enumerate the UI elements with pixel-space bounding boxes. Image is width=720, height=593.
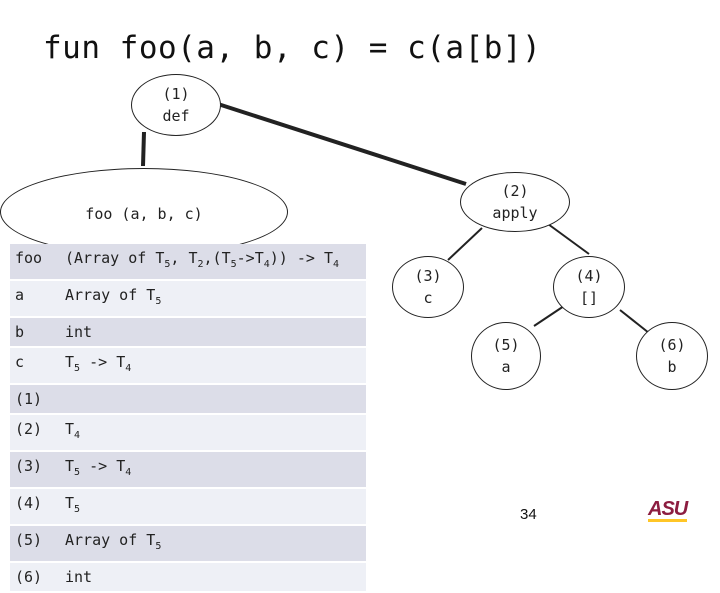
node-b: (6) b bbox=[636, 322, 708, 390]
node-c-label: c bbox=[423, 289, 433, 307]
edge-index-b bbox=[619, 309, 650, 334]
type-table-row: (1) bbox=[10, 384, 366, 415]
node-a-id: (5) bbox=[492, 336, 520, 354]
type-table-key: b bbox=[10, 317, 60, 348]
edge-def-params bbox=[141, 131, 146, 167]
node-apply-label: apply bbox=[492, 204, 538, 222]
node-a: (5) a bbox=[471, 322, 541, 390]
asu-logo: ASU bbox=[648, 498, 688, 522]
type-table-key: foo bbox=[10, 244, 60, 281]
node-index-label: [] bbox=[579, 289, 599, 307]
type-table-row: (4)T5 bbox=[10, 488, 366, 526]
node-def-label: def bbox=[162, 107, 190, 125]
node-b-id: (6) bbox=[658, 336, 686, 354]
type-table-value: (Array of T5, T2,(T5->T4)) -> T4 bbox=[60, 244, 366, 281]
type-table-key: (4) bbox=[10, 488, 60, 526]
node-def-id: (1) bbox=[162, 85, 190, 103]
type-table-key: c bbox=[10, 347, 60, 385]
asu-logo-text: ASU bbox=[648, 498, 688, 520]
edge-apply-c bbox=[447, 227, 483, 261]
type-table-value: Array of T5 bbox=[60, 525, 366, 563]
type-table-value: T5 bbox=[60, 488, 366, 526]
node-c-id: (3) bbox=[414, 267, 442, 285]
type-table-key: (3) bbox=[10, 451, 60, 489]
type-table-key: (1) bbox=[10, 384, 60, 415]
tree-edges bbox=[141, 102, 650, 334]
node-params: foo (a, b, c) bbox=[0, 168, 288, 256]
edge-def-apply bbox=[217, 102, 467, 186]
edge-apply-index bbox=[547, 223, 590, 255]
type-table-value: T5 -> T4 bbox=[60, 451, 366, 489]
type-table-row: (6)int bbox=[10, 562, 366, 593]
type-table-key: (2) bbox=[10, 414, 60, 452]
type-table-row: foo(Array of T5, T2,(T5->T4)) -> T4 bbox=[10, 244, 366, 281]
type-table-key: (6) bbox=[10, 562, 60, 593]
node-params-label: foo (a, b, c) bbox=[85, 205, 203, 223]
slide-title: fun foo(a, b, c) = c(a[b]) bbox=[43, 30, 542, 66]
node-def: (1) def bbox=[131, 74, 221, 136]
type-table-row: (3)T5 -> T4 bbox=[10, 451, 366, 489]
type-table-key: a bbox=[10, 280, 60, 318]
type-table-value: T5 -> T4 bbox=[60, 347, 366, 385]
type-table-key: (5) bbox=[10, 525, 60, 563]
node-index-id: (4) bbox=[575, 267, 603, 285]
node-index: (4) [] bbox=[553, 256, 625, 318]
node-a-label: a bbox=[501, 358, 511, 376]
type-table-row: (5)Array of T5 bbox=[10, 525, 366, 563]
page-number: 34 bbox=[520, 506, 537, 523]
node-b-label: b bbox=[667, 358, 677, 376]
node-apply-id: (2) bbox=[501, 182, 529, 200]
type-table-value: int bbox=[60, 562, 366, 593]
type-table-row: (2)T4 bbox=[10, 414, 366, 452]
type-table-value bbox=[60, 384, 366, 415]
node-apply: (2) apply bbox=[460, 172, 570, 232]
node-c: (3) c bbox=[392, 256, 464, 318]
type-table-value: Array of T5 bbox=[60, 280, 366, 318]
type-table-value: T4 bbox=[60, 414, 366, 452]
type-table-value: int bbox=[60, 317, 366, 348]
